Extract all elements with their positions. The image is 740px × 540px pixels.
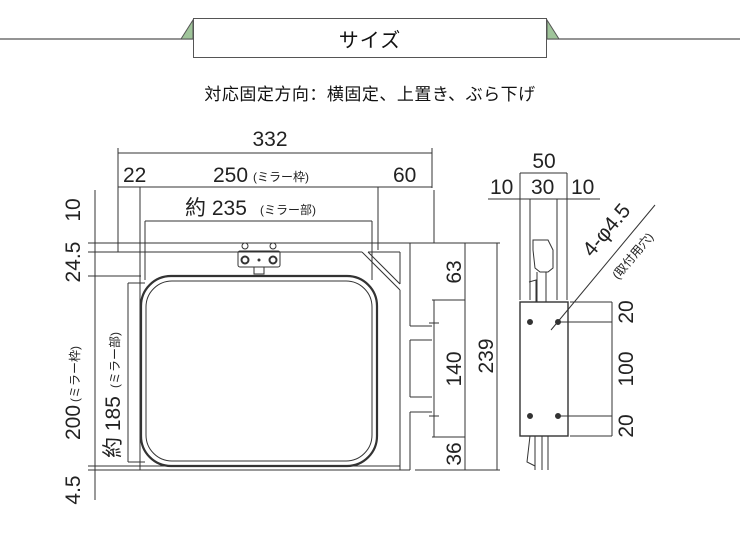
dim-height-frame-note: (ミラー枠) bbox=[68, 346, 82, 402]
section-title: サイズ bbox=[193, 18, 547, 58]
dim-hole-spacing: 100 bbox=[615, 351, 638, 386]
dim-width-right: 60 bbox=[393, 164, 416, 187]
mounting-directions: 対応固定方向：横固定、上置き、ぶら下げ bbox=[204, 85, 536, 105]
header-tab-right bbox=[546, 18, 560, 40]
dim-depth-total: 50 bbox=[532, 150, 555, 173]
dim-right-mid: 140 bbox=[443, 351, 466, 386]
dim-right-bottom: 36 bbox=[443, 442, 466, 465]
dim-height-top: 10 bbox=[62, 198, 85, 221]
dim-depth-right: 10 bbox=[571, 176, 594, 199]
dim-width-mirror-note: (ミラー部) bbox=[260, 202, 316, 217]
dim-height-bracket: 24.5 bbox=[62, 242, 85, 283]
dim-width-frame-note: (ミラー枠) bbox=[253, 170, 309, 184]
dim-depth-left: 10 bbox=[490, 176, 513, 199]
dim-hole-bottom: 20 bbox=[615, 414, 638, 437]
dim-width-mirror: 約 235 bbox=[185, 197, 247, 220]
dim-height-bottom: 4.5 bbox=[62, 475, 85, 504]
header-tab-left bbox=[180, 18, 194, 40]
dim-right-top: 63 bbox=[443, 260, 466, 283]
dim-width-total: 332 bbox=[252, 128, 287, 151]
hole-note: (取付用穴) bbox=[609, 229, 656, 282]
dim-right-total: 239 bbox=[475, 338, 498, 373]
dim-height-mirror: 約 185 bbox=[102, 396, 125, 458]
dim-hole-top: 20 bbox=[615, 300, 638, 323]
dim-height-frame: 200 bbox=[62, 405, 85, 440]
dim-width-frame: 250 bbox=[213, 164, 248, 187]
dim-width-left: 22 bbox=[123, 164, 146, 187]
dim-height-mirror-note: (ミラー部) bbox=[107, 332, 122, 388]
section-title-text: サイズ bbox=[338, 27, 402, 52]
dim-depth-mid: 30 bbox=[531, 176, 554, 199]
